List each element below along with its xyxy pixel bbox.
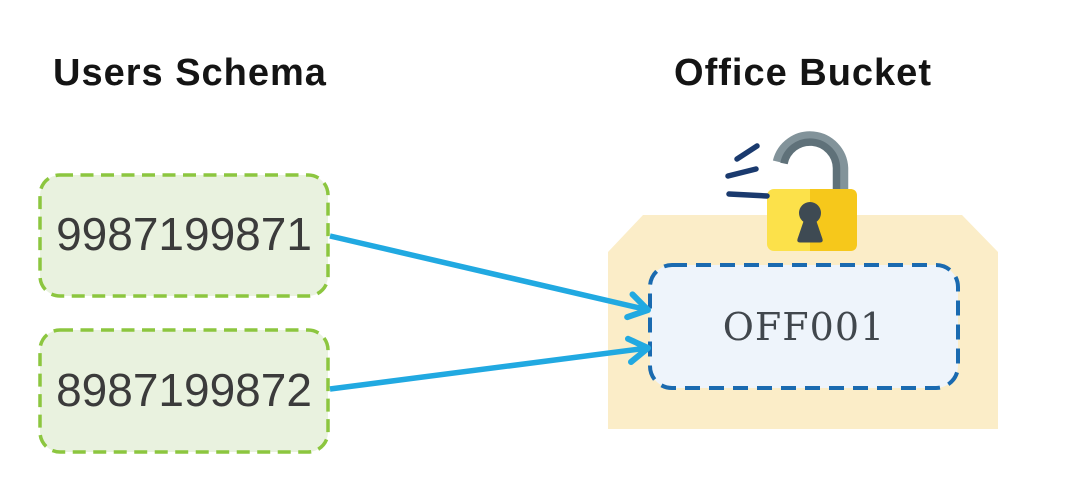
emphasis-mark-2	[725, 166, 759, 179]
users-schema-title: Users Schema	[53, 52, 327, 94]
bucket-object-value: OFF001	[722, 304, 886, 349]
padlock-keyhole-stem	[797, 217, 823, 243]
click-emphasis-marks-icon	[725, 143, 770, 199]
mapping-arrow-1	[329, 233, 651, 321]
open-padlock-icon	[767, 131, 857, 251]
schema-box-1	[38, 173, 330, 298]
bucket-object-box	[648, 263, 960, 390]
schema-item-value-1: 9987199871	[56, 208, 312, 260]
schema-item-value-2: 8987199872	[56, 364, 312, 416]
padlock-shackle-outer	[772, 131, 849, 190]
arrow-1-head	[624, 291, 651, 321]
padlock-body-shade	[810, 189, 857, 251]
schema-box-2	[38, 328, 330, 454]
emphasis-mark-1	[734, 143, 760, 162]
arrow-1-shaft	[329, 233, 645, 312]
office-bucket-title: Office Bucket	[674, 52, 932, 94]
emphasis-mark-3	[726, 191, 770, 199]
arrow-2-head	[625, 335, 651, 365]
padlock-shackle-inner	[780, 138, 841, 190]
arrow-2-shaft	[329, 345, 645, 392]
mapping-arrow-2	[329, 335, 651, 392]
